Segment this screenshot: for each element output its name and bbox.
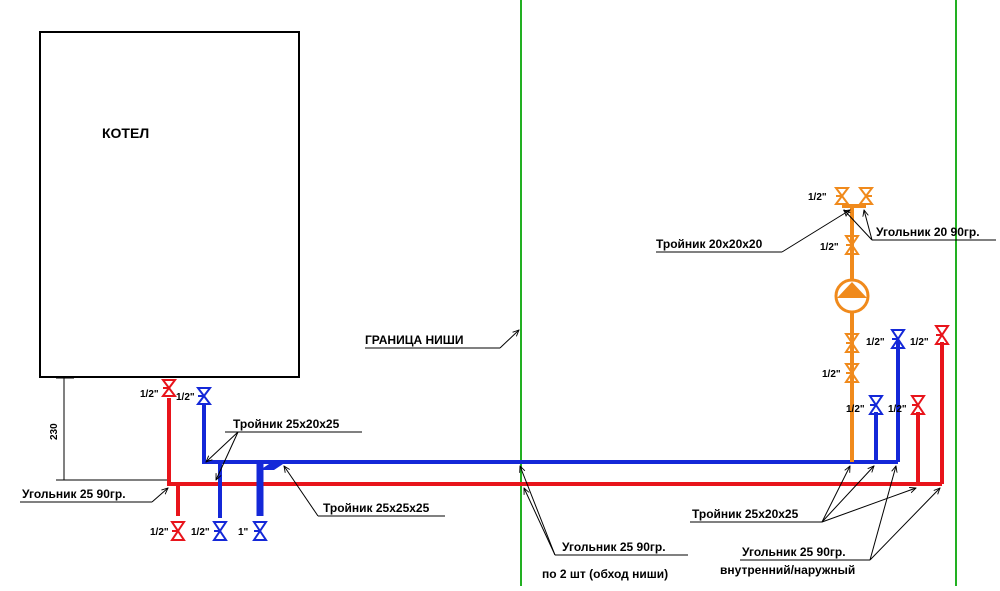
boiler-box (39, 31, 300, 378)
niche-label: ГРАНИЦА НИШИ (365, 333, 463, 347)
ball-valve-icon (196, 387, 212, 405)
valve-size-label: 1/2" (866, 337, 885, 348)
valve-size-label: 1/2" (140, 389, 159, 400)
valve-size-label: 1/2" (191, 527, 210, 538)
ball-valve-icon (844, 363, 860, 383)
ball-valve-icon (252, 521, 268, 541)
label-elbow-25-mid-2: по 2 шт (обход ниши) (542, 567, 668, 581)
label-tee-25-20-25-top: Тройник 25х20х25 (233, 417, 340, 431)
valve-size-label: 1" (238, 527, 249, 538)
label-elbow-25-right-2: внутренний/наружный (720, 563, 855, 577)
valve-size-label: 1/2" (820, 242, 839, 253)
label-elbow-25-right-1: Угольник 25 90гр. (742, 545, 846, 559)
label-elbow-25-left: Угольник 25 90гр. (22, 487, 126, 501)
label-tee-20-20-20: Тройник 20х20х20 (656, 237, 763, 251)
valve-size-label: 1/2" (150, 527, 169, 538)
label-tee-25-20-25-right: Тройник 25х20х25 (692, 507, 799, 521)
ball-valve-icon (212, 521, 228, 541)
valve-size-label: 1/2" (888, 404, 907, 415)
dimension-value: 230 (49, 423, 60, 440)
boiler-label: КОТЕЛ (102, 125, 149, 141)
valve-size-label: 1/2" (176, 392, 195, 403)
ball-valve-icon (910, 395, 926, 415)
ball-valve-icon (890, 329, 906, 349)
valve-size-label: 1/2" (846, 404, 865, 415)
hot-water-pipes (167, 342, 944, 516)
label-elbow-20: Угольник 20 90гр. (876, 225, 980, 239)
circulation-pump-icon (834, 278, 870, 314)
ball-valve-icon (858, 187, 874, 205)
ball-valve-icon (170, 521, 186, 541)
ball-valve-icon (834, 187, 850, 205)
valve-size-label: 1/2" (822, 369, 841, 380)
ball-valve-icon (161, 379, 177, 397)
label-elbow-25-mid-1: Угольник 25 90гр. (562, 540, 666, 554)
ball-valve-icon (844, 333, 860, 353)
label-tee-25-25-25: Тройник 25х25х25 (323, 501, 430, 515)
ball-valve-icon (844, 235, 860, 255)
cold-water-pipes (202, 340, 900, 518)
ball-valve-icon (934, 325, 950, 345)
leader-lines (20, 210, 996, 561)
valve-size-label: 1/2" (910, 337, 929, 348)
ball-valve-icon (868, 395, 884, 415)
valve-size-label: 1/2" (808, 192, 827, 203)
